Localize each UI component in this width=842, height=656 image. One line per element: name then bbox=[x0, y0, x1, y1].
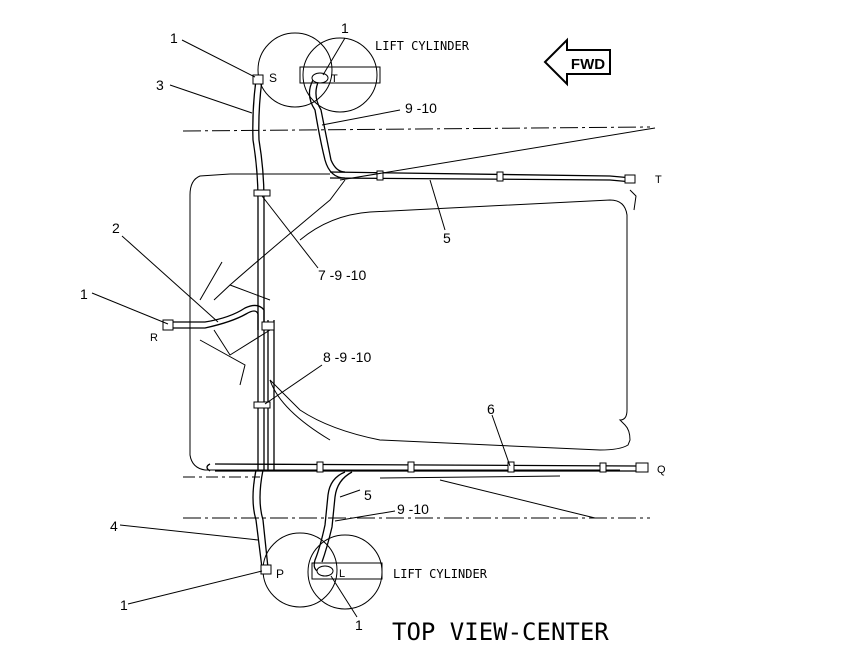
diagram-title: TOP VIEW-CENTER bbox=[392, 618, 609, 646]
tube-6-bottom bbox=[206, 461, 649, 479]
callout-5-top: 5 bbox=[443, 230, 451, 246]
port-t-top-label: T bbox=[331, 73, 338, 85]
port-r-label: R bbox=[150, 332, 158, 344]
callout-5-bottom: 5 bbox=[364, 487, 372, 503]
fwd-label: FWD bbox=[571, 56, 605, 73]
hose-3 bbox=[252, 74, 265, 470]
chassis-outline bbox=[189, 173, 631, 471]
hose-5-bottom bbox=[313, 471, 353, 577]
callout-1-bottom-left: 1 bbox=[120, 597, 128, 613]
tube-5-top bbox=[329, 170, 637, 211]
port-q-label: Q bbox=[657, 464, 666, 476]
hose-top-t bbox=[308, 72, 346, 179]
callout-3: 3 bbox=[156, 77, 164, 93]
callout-9-10-bottom: 9 -10 bbox=[397, 501, 429, 517]
hose-4 bbox=[252, 469, 272, 575]
callout-9-10-top: 9 -10 bbox=[405, 100, 437, 116]
hose-2 bbox=[162, 304, 265, 331]
fwd-arrow: FWD bbox=[543, 37, 611, 87]
callout-8-9-10: 8 -9 -10 bbox=[323, 349, 371, 365]
frame-tubes-vertical bbox=[253, 189, 275, 470]
port-t-line-label: T bbox=[655, 174, 662, 186]
lift-cylinder-top-label: LIFT CYLINDER bbox=[375, 39, 470, 53]
lift-cylinder-bottom-label: LIFT CYLINDER bbox=[393, 567, 488, 581]
callout-7-9-10: 7 -9 -10 bbox=[318, 267, 366, 283]
callout-1-left: 1 bbox=[80, 286, 88, 302]
port-s-label: S bbox=[269, 71, 277, 85]
callout-1-bottom-right: 1 bbox=[355, 617, 363, 633]
callout-4: 4 bbox=[110, 518, 118, 534]
center-lines bbox=[182, 126, 651, 519]
callout-1-top-right: 1 bbox=[341, 20, 349, 36]
leader-lines bbox=[91, 37, 656, 618]
callout-1-top-left: 1 bbox=[170, 30, 178, 46]
lift-cylinder-top bbox=[257, 32, 381, 113]
callout-2: 2 bbox=[112, 220, 120, 236]
callout-6: 6 bbox=[487, 401, 495, 417]
port-l-label: L bbox=[339, 568, 345, 580]
port-p-label: P bbox=[276, 567, 284, 581]
